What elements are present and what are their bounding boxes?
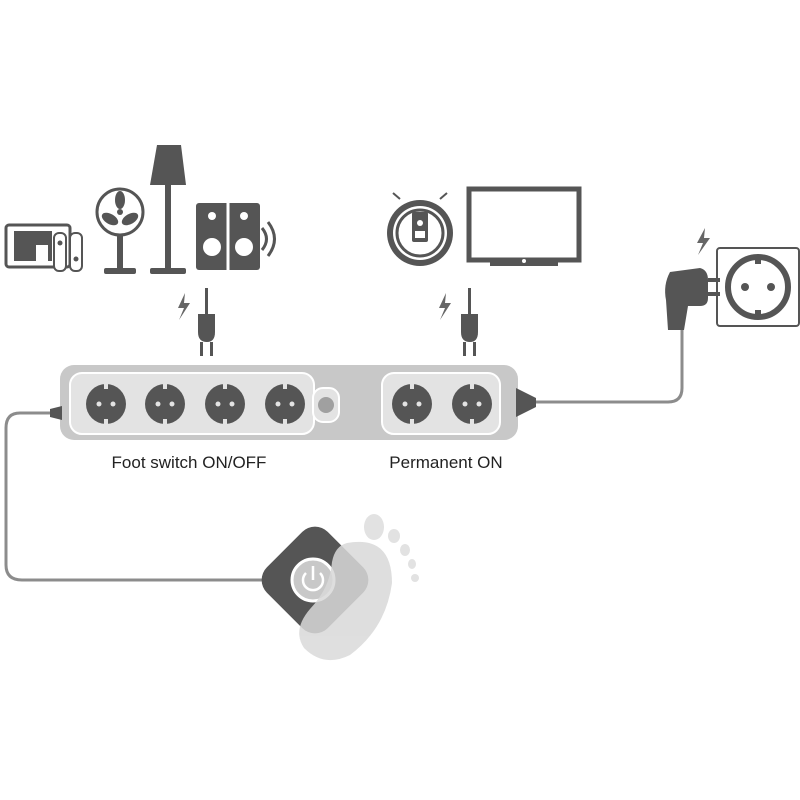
- foot-icon: [299, 514, 419, 661]
- socket-2: [145, 384, 185, 424]
- mains-plug-icon: [665, 268, 720, 330]
- wall-socket-icon: [716, 247, 800, 327]
- foot-switch-cable: [4, 411, 278, 582]
- socket-5: [392, 384, 432, 424]
- power-symbol-icon: [301, 566, 325, 592]
- speaker-icon: [196, 203, 276, 270]
- plug-icon: [461, 288, 478, 356]
- lightning-icon: [439, 293, 451, 320]
- socket-4: [265, 384, 305, 424]
- lightning-icon: [178, 293, 190, 320]
- fan-icon: [95, 187, 145, 274]
- permanent-group-label: Permanent ON: [389, 453, 502, 472]
- switched-group-label: Foot switch ON/OFF: [112, 453, 267, 472]
- strip-switch-cable-end: [50, 406, 62, 420]
- robot-vacuum-icon: [387, 192, 453, 266]
- power-strip: [50, 365, 536, 440]
- strip-cable-end: [516, 388, 536, 417]
- game-console-icon: [4, 223, 83, 272]
- socket-1: [86, 384, 126, 424]
- socket-6: [452, 384, 492, 424]
- monitor-icon: [466, 186, 582, 266]
- plug-icon: [198, 288, 215, 356]
- mains-cable: [535, 318, 684, 404]
- indicator-light: [312, 387, 340, 423]
- socket-3: [205, 384, 245, 424]
- floor-lamp-icon: [150, 145, 186, 274]
- lightning-icon: [697, 228, 710, 255]
